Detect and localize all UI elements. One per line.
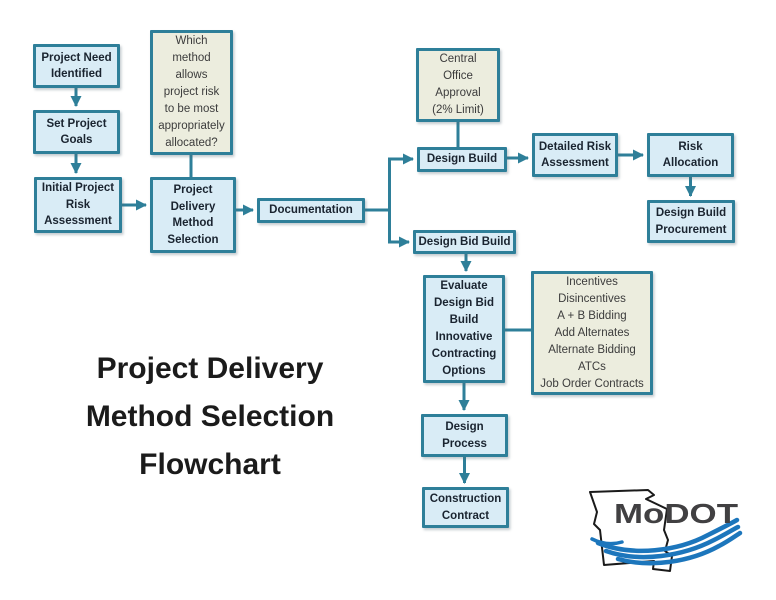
note-which-method-question: Which method allows project risk to be m… [150, 30, 233, 155]
note-innovative-contracting-list: Incentives Disincentives A + B Bidding A… [531, 271, 653, 395]
arrow-branch-to-design-build [388, 153, 414, 212]
node-project-need-identified: Project Need Identified [33, 44, 120, 88]
node-design-build: Design Build [417, 147, 507, 172]
arrow-branch-to-design-bid-build [388, 208, 410, 248]
node-risk-allocation: Risk Allocation [647, 133, 734, 177]
node-design-bid-build: Design Bid Build [413, 230, 516, 254]
node-design-process: Design Process [421, 414, 508, 457]
modot-logo: MoDOT [589, 489, 743, 572]
modot-wordmark: MoDOT [614, 498, 738, 529]
river-waves-icon [590, 517, 743, 566]
node-design-build-procurement: Design Build Procurement [647, 200, 735, 243]
node-project-delivery-method-selection: Project Delivery Method Selection [150, 177, 236, 253]
note-central-office-approval: Central Office Approval (2% Limit) [416, 48, 500, 122]
node-initial-project-risk-assessment: Initial Project Risk Assessment [34, 177, 122, 233]
node-evaluate-innovative-contracting-options: Evaluate Design Bid Build Innovative Con… [423, 275, 505, 383]
node-documentation: Documentation [257, 198, 365, 223]
diagram-title: Project Delivery Method Selection Flowch… [85, 352, 335, 481]
node-construction-contract: Construction Contract [422, 487, 509, 528]
node-set-project-goals: Set Project Goals [33, 110, 120, 154]
node-detailed-risk-assessment: Detailed Risk Assessment [532, 133, 618, 177]
